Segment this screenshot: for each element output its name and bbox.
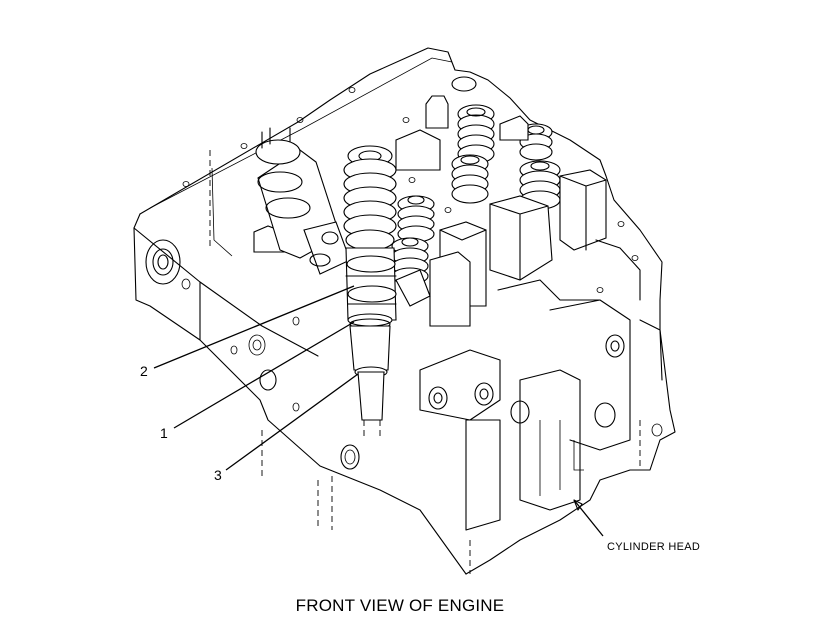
unit-injector-removed: [343, 145, 431, 440]
leader-2: [153, 285, 355, 369]
cylinder-head-label: CYLINDER HEAD: [607, 541, 700, 553]
diagram-caption: FRONT VIEW OF ENGINE: [295, 596, 505, 615]
callout-1: 1: [160, 425, 168, 441]
callout-2: 2: [140, 363, 148, 379]
callout-3: 3: [214, 467, 222, 483]
leader-cylinder-head: [573, 499, 604, 537]
unit-injector-installed: [255, 127, 351, 275]
valve-spring-assemblies: [253, 95, 641, 327]
leader-3: [225, 373, 359, 471]
callout-leaders: [153, 285, 604, 537]
leader-1: [173, 321, 355, 429]
cylinder-head-side-face: [419, 299, 663, 531]
cylinder-head-body: [133, 47, 676, 575]
